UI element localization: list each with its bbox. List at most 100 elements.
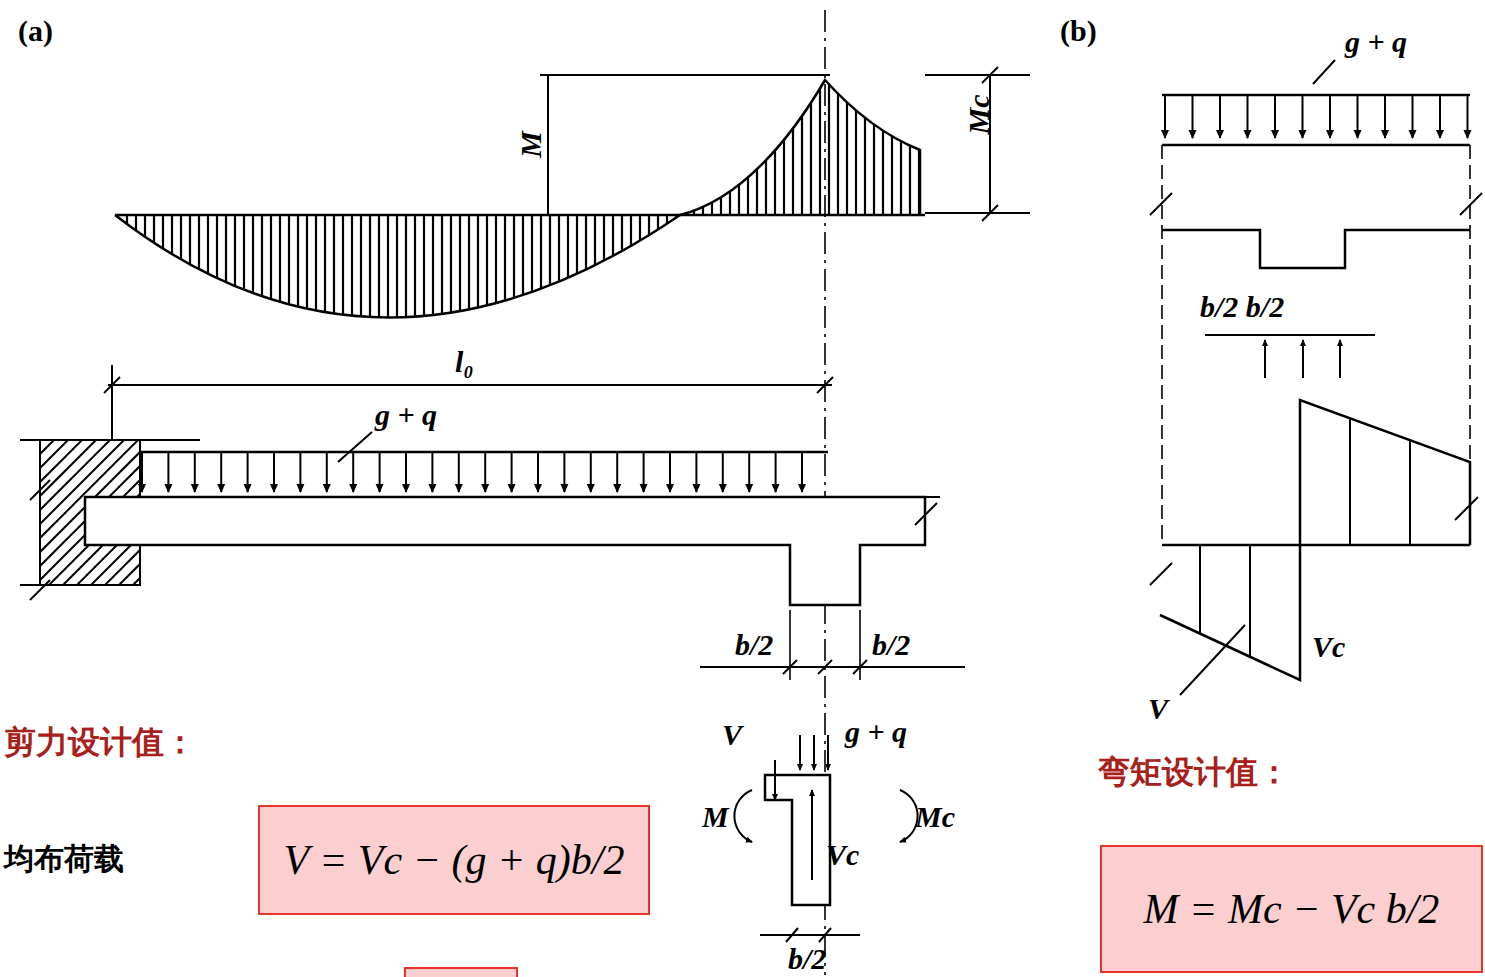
diagram-label: g + q [845,715,907,748]
drawing-line [537,452,539,492]
drawing-line [639,60,641,340]
drawing-line [225,60,227,340]
drawing-line [1329,95,1331,138]
drawing-line [900,60,902,340]
drawing-line [352,452,354,492]
drawing-line [775,452,777,492]
drawing-line [468,60,470,340]
drawing-line [387,60,389,340]
diagram-label: (b) [1060,14,1097,47]
drawing-line [405,60,407,340]
drawing-line [511,452,513,492]
drawing-line [748,452,750,492]
drawing-line [198,60,200,340]
drawing-line [144,60,146,340]
drawing-line [558,60,560,340]
drawing-line [360,60,362,340]
drawing-line [207,60,209,340]
drawing-line [522,60,524,340]
drawing-line [1349,390,1351,690]
drawing-line [738,60,740,340]
drawing-line [220,452,222,492]
drawing-line [855,60,857,340]
drawing-line [590,452,592,492]
diagram-label: b/2 [735,628,773,661]
drawing-line [1467,95,1469,138]
drawing-line [126,60,128,340]
drawing-line [630,60,632,340]
drawing-line [616,452,618,492]
drawing-line [342,60,344,340]
drawing-line [594,60,596,340]
drawing-line [1409,390,1411,690]
drawing-line [1199,390,1201,690]
drawing-line [326,452,328,492]
drawing-line [306,60,308,340]
drawing-line [603,60,605,340]
drawing-line [576,60,578,340]
drawing-line [405,452,407,492]
drawing-line [1274,95,1276,138]
drawing-line [1412,95,1414,138]
diagram-label: g + q [375,398,437,431]
drawing-line [162,60,164,340]
drawing-line [369,60,371,340]
drawing-line [657,60,659,340]
diagram-label: (a) [18,14,53,47]
diagram-label: b/2 b/2 [1200,290,1284,323]
drawing-line [396,60,398,340]
drawing-line [531,60,533,340]
drawing-line [612,60,614,340]
drawing-line [288,60,290,340]
drawing-line [414,60,416,340]
drawing-line [774,60,776,340]
drawing-line [171,60,173,340]
formula-box: M = Mc − Vc b/2 [1100,845,1483,973]
drawing-line [891,60,893,340]
drawing-line [783,60,785,340]
drawing-line [234,60,236,340]
drawing-line [117,60,119,340]
diagram-label: Mc [962,95,995,135]
drawing-line [459,60,461,340]
drawing-line [1247,95,1249,138]
drawing-line [279,60,281,340]
drawing-line [765,60,767,340]
drawing-line [801,60,803,340]
drawing-line [828,60,830,340]
diagram-label: V [1148,692,1168,725]
drawing-line [1192,95,1194,138]
drawing-line [40,440,82,585]
drawing-line [153,60,155,340]
drawing-line [864,60,866,340]
drawing-line [189,60,191,340]
formula-text: M = Mc − Vc b/2 [1144,884,1440,934]
drawing-line [297,60,299,340]
drawing-line [540,60,542,340]
drawing-line [792,60,794,340]
drawing-line [333,60,335,340]
drawing-line [484,452,486,492]
drawing-line [693,60,695,340]
drawing-line [1302,95,1304,138]
drawing-line [1249,390,1251,690]
drawing-line [504,60,506,340]
drawing-line [702,60,704,340]
drawing-line [261,60,263,340]
drawing-line [882,60,884,340]
drawing-line [477,60,479,340]
drawing-line [563,452,565,492]
drawing-line [669,452,671,492]
drawing-line [194,452,196,492]
drawing-line [450,60,452,340]
drawing-line [643,452,645,492]
drawing-line [747,60,749,340]
drawing-line [801,452,803,492]
drawing-line [711,60,713,340]
drawing-line [180,60,182,340]
drawing-line [1439,95,1441,138]
drawing-line [495,60,497,340]
drawing-line [1164,95,1166,138]
diagram-label: M [702,800,729,833]
